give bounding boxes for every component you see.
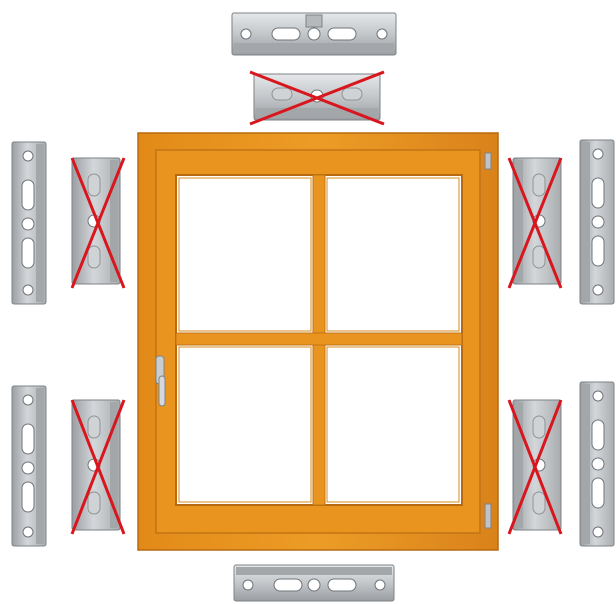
pane-bottom-right [326, 346, 460, 503]
bracket-right-lower-inner-crossed [507, 399, 563, 535]
bracket-right-upper-outer [579, 139, 615, 305]
pane-bottom-left [178, 346, 312, 503]
transom-horizontal [175, 332, 463, 346]
bracket-left-lower-outer [11, 385, 47, 547]
bracket-left-upper-inner-crossed [70, 157, 126, 289]
bracket-top-inner-crossed [249, 70, 385, 126]
hinge-top [484, 152, 492, 170]
bracket-right-lower-outer [579, 381, 615, 547]
pane-top-left [178, 177, 312, 332]
bracket-left-upper-outer [11, 141, 47, 305]
window [137, 132, 499, 551]
pane-top-right [326, 177, 460, 332]
window-handle [155, 355, 166, 407]
hinge-bottom [484, 503, 492, 529]
bracket-top-outer [231, 12, 397, 56]
bracket-bottom [233, 564, 395, 602]
bracket-right-upper-inner-crossed [507, 157, 563, 289]
bracket-left-lower-inner-crossed [70, 399, 126, 535]
